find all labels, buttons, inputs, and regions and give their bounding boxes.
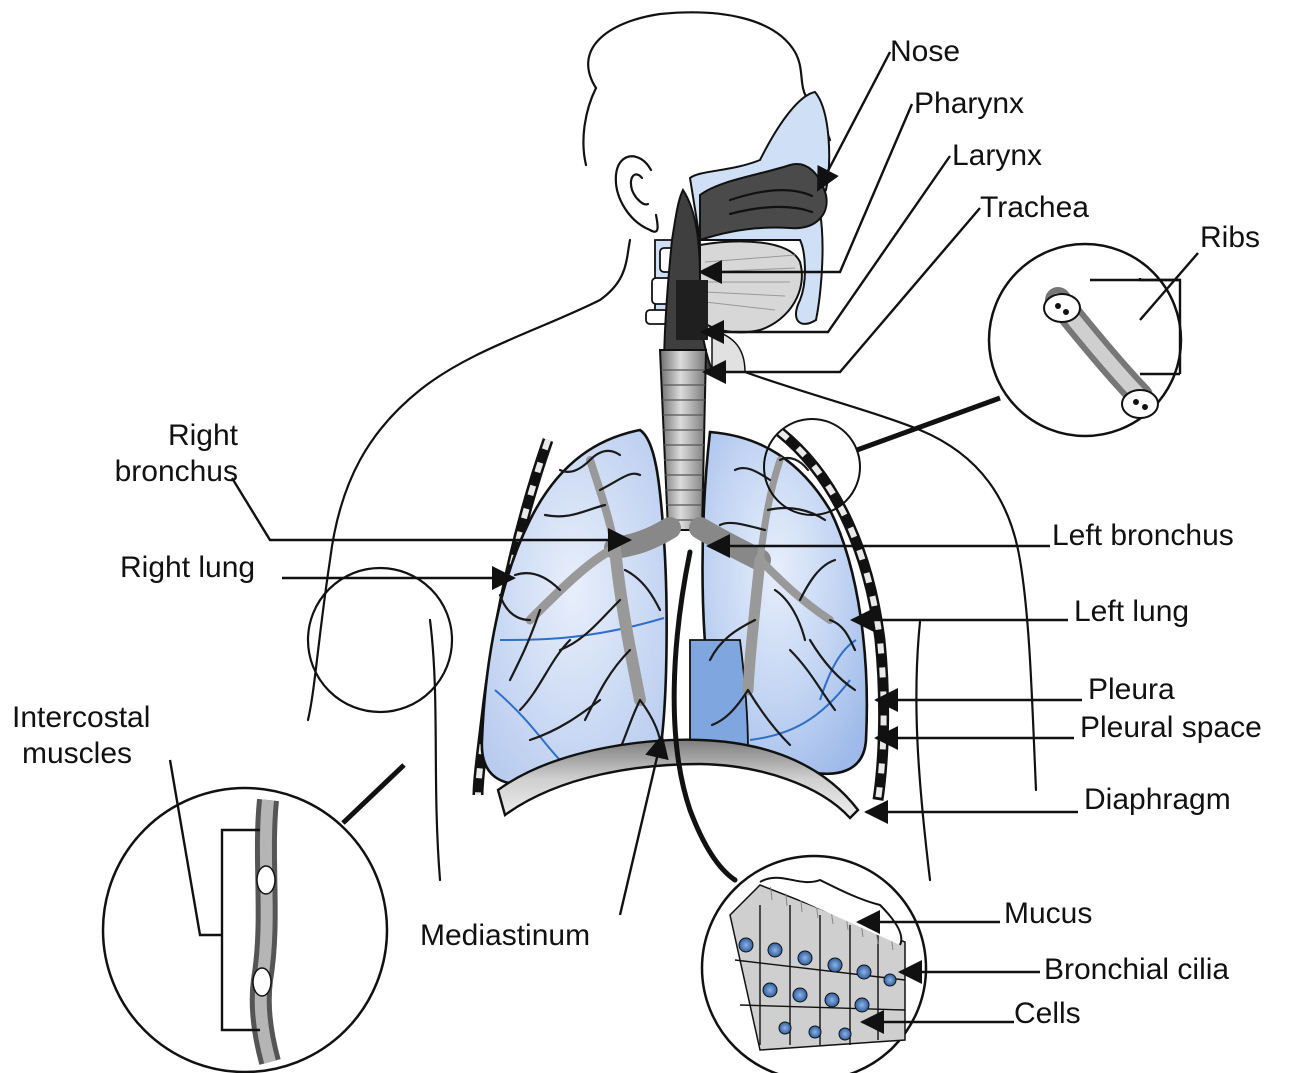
ribs-inset xyxy=(764,244,1198,515)
label-right-lung: Right lung xyxy=(120,552,255,584)
label-diaphragm: Diaphragm xyxy=(1084,784,1231,816)
label-mucus: Mucus xyxy=(1004,898,1092,930)
label-cells: Cells xyxy=(1014,998,1081,1030)
intercostal-inset xyxy=(103,568,452,1072)
cilia-inset xyxy=(702,856,926,1073)
label-left-bronchus: Left bronchus xyxy=(1052,520,1234,552)
trachea-tube xyxy=(660,350,706,530)
label-intercostal-line2: muscles xyxy=(22,738,132,770)
label-larynx: Larynx xyxy=(952,140,1042,172)
label-ribs: Ribs xyxy=(1200,222,1260,254)
label-nose: Nose xyxy=(890,36,960,68)
label-right-bronchus-line1: Right xyxy=(120,420,238,452)
label-pharynx: Pharynx xyxy=(914,88,1024,120)
label-pleural-space: Pleural space xyxy=(1080,712,1262,744)
label-bronchial-cilia: Bronchial cilia xyxy=(1044,954,1229,986)
label-trachea: Trachea xyxy=(980,192,1089,224)
label-mediastinum: Mediastinum xyxy=(420,920,590,952)
label-right-bronchus-line2: bronchus xyxy=(60,456,238,488)
right-lung-shape xyxy=(482,430,667,784)
head-airway xyxy=(646,92,829,372)
label-intercostal-line1: Intercostal xyxy=(12,702,150,734)
label-left-lung: Left lung xyxy=(1074,596,1189,628)
label-pleura: Pleura xyxy=(1088,674,1175,706)
